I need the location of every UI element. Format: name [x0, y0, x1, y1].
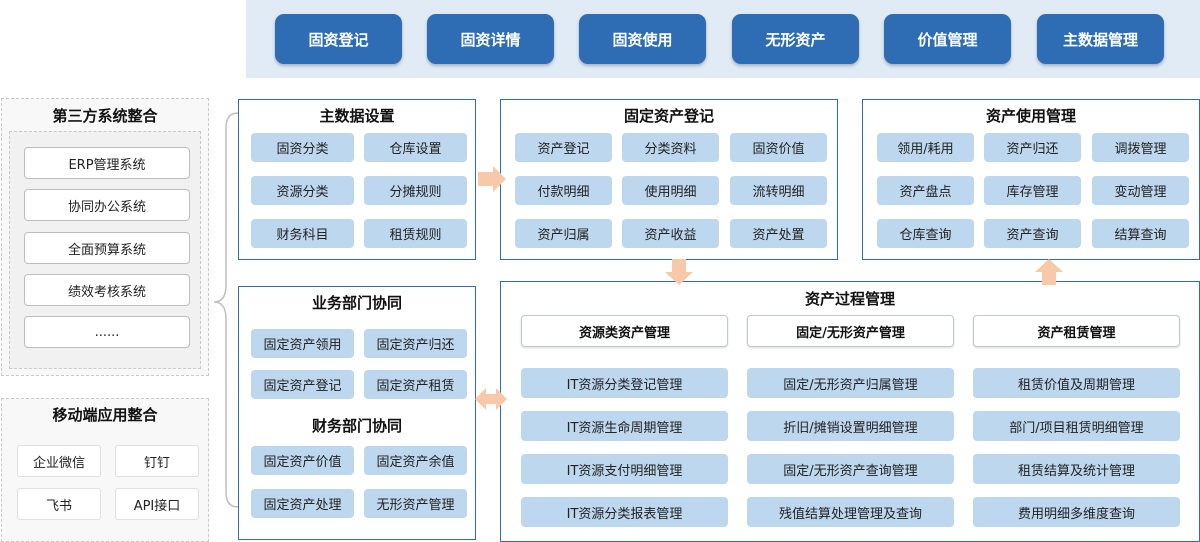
reg-item-asset-register[interactable]: 资产登记 — [515, 133, 612, 162]
biz-item-lease[interactable]: 固定资产租赁 — [364, 370, 467, 399]
usage-item-warehouse-query[interactable]: 仓库查询 — [877, 219, 974, 248]
master-item-lease-rule[interactable]: 租赁规则 — [364, 219, 467, 248]
resource-item-lifecycle[interactable]: IT资源生命周期管理 — [521, 411, 728, 441]
usage-item-return[interactable]: 资产归还 — [984, 133, 1081, 162]
usage-item-change-management[interactable]: 变动管理 — [1092, 176, 1189, 205]
biz-item-return[interactable]: 固定资产归还 — [364, 329, 467, 358]
mobile-item-api[interactable]: API接口 — [115, 488, 199, 520]
reg-item-category-data[interactable]: 分类资料 — [622, 133, 719, 162]
fixed-asset-registration-panel: 固定资产登记 资产登记 分类资料 固资价值 付款明细 使用明细 流转明细 资产归… — [500, 99, 838, 260]
lease-item-value-cycle[interactable]: 租赁价值及周期管理 — [973, 368, 1180, 398]
usage-item-inventory-count[interactable]: 资产盘点 — [877, 176, 974, 205]
mobile-integration-panel: 移动端应用整合 企业微信 钉钉 飞书 API接口 — [1, 398, 209, 542]
master-item-asset-category[interactable]: 固资分类 — [251, 133, 354, 162]
asset-usage-panel: 资产使用管理 领用/耗用 资产归还 调拨管理 资产盘点 库存管理 变动管理 仓库… — [862, 99, 1200, 260]
reg-item-transfer-detail[interactable]: 流转明细 — [730, 176, 827, 205]
system-item-erp[interactable]: ERP管理系统 — [24, 147, 190, 179]
asset-process-panel: 资产过程管理 资源类资产管理 IT资源分类登记管理 IT资源生命周期管理 IT资… — [500, 281, 1200, 542]
finance-dept-title: 财务部门协同 — [311, 417, 402, 435]
reg-item-payment-detail[interactable]: 付款明细 — [515, 176, 612, 205]
nav-button-master-data[interactable]: 主数据管理 — [1037, 14, 1164, 64]
master-item-finance-account[interactable]: 财务科目 — [251, 219, 354, 248]
third-party-title: 第三方系统整合 — [52, 107, 158, 125]
fixed-item-depreciation[interactable]: 折旧/摊销设置明细管理 — [747, 411, 954, 441]
usage-item-requisition[interactable]: 领用/耗用 — [877, 133, 974, 162]
master-data-panel: 主数据设置 固资分类 仓库设置 资源分类 分摊规则 财务科目 租赁规则 — [238, 99, 476, 260]
master-item-allocation-rule[interactable]: 分摊规则 — [364, 176, 467, 205]
mobile-title: 移动端应用整合 — [52, 406, 158, 424]
usage-item-stock-management[interactable]: 库存管理 — [984, 176, 1081, 205]
usage-item-allocation[interactable]: 调拨管理 — [1092, 133, 1189, 162]
arrow-bidirectional-icon — [475, 388, 507, 410]
asset-usage-title: 资产使用管理 — [985, 107, 1076, 125]
lease-item-dept-project[interactable]: 部门/项目租赁明细管理 — [973, 411, 1180, 441]
reg-item-asset-ownership[interactable]: 资产归属 — [515, 219, 612, 248]
usage-item-asset-query[interactable]: 资产查询 — [984, 219, 1081, 248]
fin-item-asset-value[interactable]: 固定资产价值 — [251, 446, 354, 475]
reg-item-usage-detail[interactable]: 使用明细 — [622, 176, 719, 205]
system-item-budget[interactable]: 全面预算系统 — [24, 232, 190, 264]
department-collaboration-panel: 业务部门协同 固定资产领用 固定资产归还 固定资产登记 固定资产租赁 财务部门协… — [238, 286, 476, 540]
nav-button-intangible-assets[interactable]: 无形资产 — [732, 14, 859, 64]
column-header-fixed-intangible: 固定/无形资产管理 — [747, 315, 954, 347]
usage-item-settlement-query[interactable]: 结算查询 — [1092, 219, 1189, 248]
column-header-resource-assets: 资源类资产管理 — [521, 315, 728, 347]
system-item-more[interactable]: ...... — [24, 316, 190, 348]
resource-item-report[interactable]: IT资源分类报表管理 — [521, 497, 728, 527]
business-dept-title: 业务部门协同 — [311, 294, 402, 312]
biz-item-register[interactable]: 固定资产登记 — [251, 370, 354, 399]
resource-item-category-register[interactable]: IT资源分类登记管理 — [521, 368, 728, 398]
third-party-inner-box: ERP管理系统 协同办公系统 全面预算系统 绩效考核系统 ...... — [9, 131, 201, 369]
master-item-resource-category[interactable]: 资源分类 — [251, 176, 354, 205]
fixed-item-ownership[interactable]: 固定/无形资产归属管理 — [747, 368, 954, 398]
third-party-integration-panel: 第三方系统整合 ERP管理系统 协同办公系统 全面预算系统 绩效考核系统 ...… — [1, 98, 209, 376]
system-item-kpi[interactable]: 绩效考核系统 — [24, 274, 190, 306]
mobile-item-dingtalk[interactable]: 钉钉 — [115, 445, 199, 477]
column-header-lease: 资产租赁管理 — [973, 315, 1180, 347]
nav-button-asset-register[interactable]: 固资登记 — [275, 14, 402, 64]
arrow-up-icon — [1035, 259, 1063, 285]
nav-button-value-management[interactable]: 价值管理 — [884, 14, 1011, 64]
fixed-asset-registration-title: 固定资产登记 — [623, 107, 714, 125]
fixed-item-residual-settlement[interactable]: 残值结算处理管理及查询 — [747, 497, 954, 527]
connector-brace — [213, 112, 239, 508]
mobile-item-feishu[interactable]: 飞书 — [17, 488, 101, 520]
lease-item-settlement-stats[interactable]: 租赁结算及统计管理 — [973, 454, 1180, 484]
biz-item-requisition[interactable]: 固定资产领用 — [251, 329, 354, 358]
top-nav-bar: 固资登记 固资详情 固资使用 无形资产 价值管理 主数据管理 — [246, 0, 1200, 78]
reg-item-asset-disposal[interactable]: 资产处置 — [730, 219, 827, 248]
lease-item-expense-query[interactable]: 费用明细多维度查询 — [973, 497, 1180, 527]
reg-item-asset-income[interactable]: 资产收益 — [622, 219, 719, 248]
asset-process-title: 资产过程管理 — [804, 290, 895, 308]
arrow-right-icon — [478, 166, 506, 192]
fin-item-intangible-management[interactable]: 无形资产管理 — [364, 489, 467, 518]
fixed-item-query[interactable]: 固定/无形资产查询管理 — [747, 454, 954, 484]
reg-item-asset-value[interactable]: 固资价值 — [730, 133, 827, 162]
master-item-warehouse-setting[interactable]: 仓库设置 — [364, 133, 467, 162]
nav-button-asset-usage[interactable]: 固资使用 — [579, 14, 706, 64]
mobile-item-wecom[interactable]: 企业微信 — [17, 445, 101, 477]
fin-item-residual-value[interactable]: 固定资产余值 — [364, 446, 467, 475]
arrow-down-icon — [665, 259, 693, 285]
system-item-oa[interactable]: 协同办公系统 — [24, 189, 190, 221]
fin-item-asset-handling[interactable]: 固定资产处理 — [251, 489, 354, 518]
resource-item-payment[interactable]: IT资源支付明细管理 — [521, 454, 728, 484]
master-data-title: 主数据设置 — [319, 107, 395, 125]
nav-button-asset-detail[interactable]: 固资详情 — [427, 14, 554, 64]
